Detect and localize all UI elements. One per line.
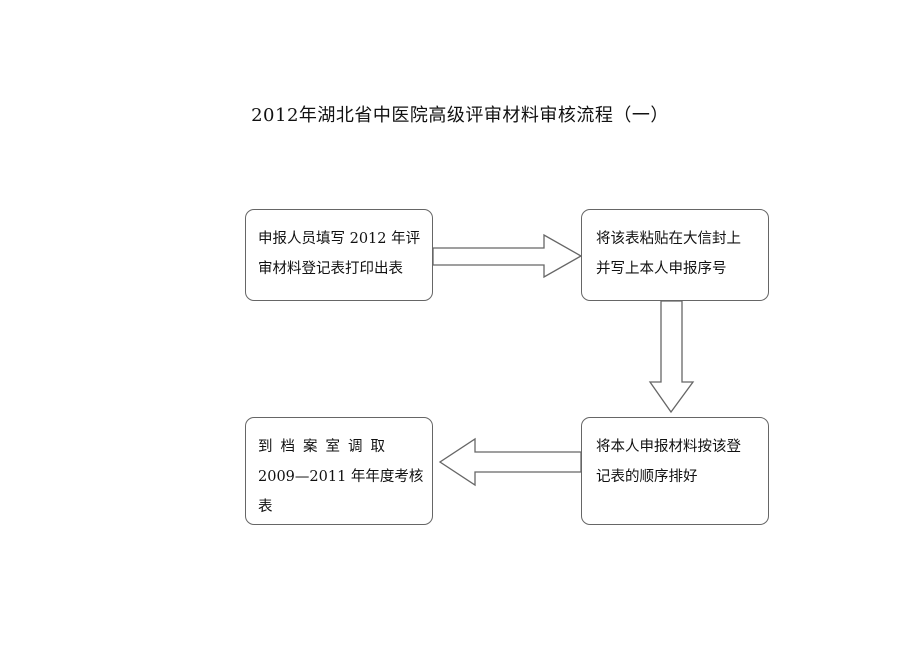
step-text-line: 申报人员填写 2012 年评 xyxy=(258,231,421,247)
step-box-archive-retrieval: 到档案室调取 2009—2011 年年度考核 表 xyxy=(245,417,433,525)
arrow-right xyxy=(432,233,583,279)
step-text-line: 2009—2011 年年度考核 xyxy=(258,469,424,485)
step-text-line: 审材料登记表打印出表 xyxy=(258,261,403,277)
step-box-fill-form: 申报人员填写 2012 年评 审材料登记表打印出表 xyxy=(245,209,433,301)
page-title: 2012年湖北省中医院高级评审材料审核流程（一） xyxy=(251,105,669,126)
step-text-line: 将该表粘贴在大信封上 xyxy=(596,231,741,247)
step-box-paste-envelope: 将该表粘贴在大信封上 并写上本人申报序号 xyxy=(581,209,769,301)
step-text-line: 表 xyxy=(258,499,273,515)
arrow-left xyxy=(438,437,582,487)
step-box-sort-materials: 将本人申报材料按该登 记表的顺序排好 xyxy=(581,417,769,525)
step-text-line: 将本人申报材料按该登 xyxy=(596,439,741,455)
step-text-line: 记表的顺序排好 xyxy=(596,469,698,485)
arrow-down xyxy=(648,300,695,414)
step-text-line: 并写上本人申报序号 xyxy=(596,261,727,277)
step-text-line: 到档案室调取 xyxy=(258,439,393,455)
